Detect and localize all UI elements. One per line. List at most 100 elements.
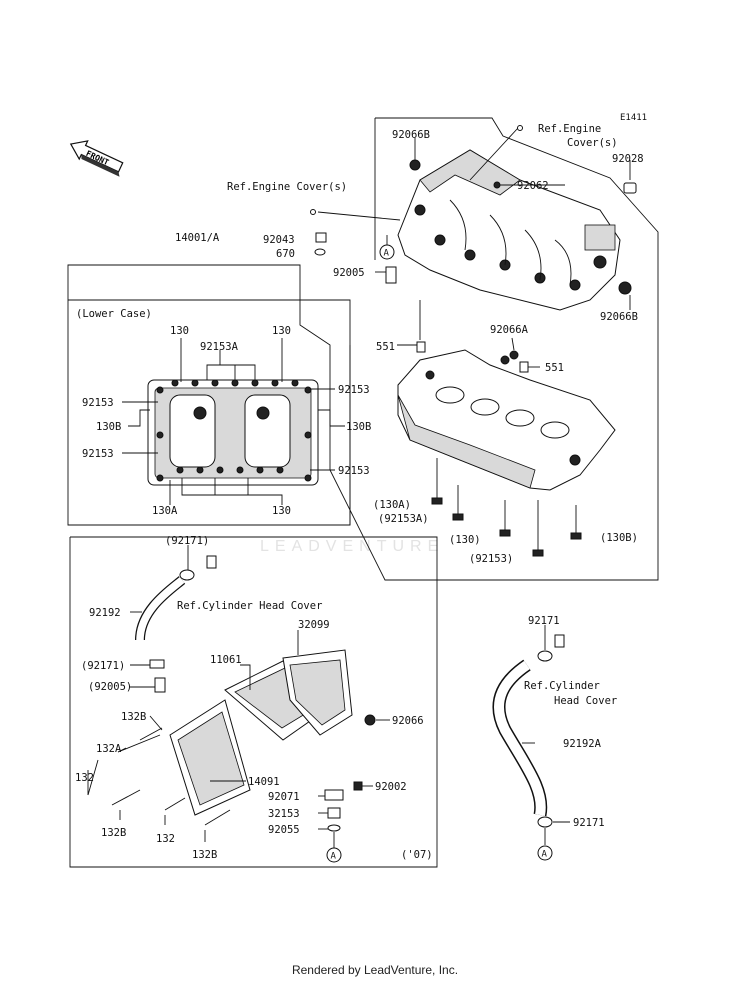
dowel-551-left	[416, 341, 426, 353]
lower-case-view	[147, 379, 319, 486]
label-lc-130-bottom: 130	[272, 505, 291, 517]
label-b92153: (92153)	[469, 553, 513, 565]
label-lc-130-left: 130	[170, 325, 189, 337]
label-r92171-top: 92171	[528, 615, 560, 627]
ref-cyl-head-left: Ref.Cylinder Head Cover	[177, 600, 322, 612]
label-h132b-lower: 132B	[192, 849, 217, 861]
label-92005: 92005	[333, 267, 365, 279]
label-b130b: (130B)	[600, 532, 638, 544]
footer-credit: Rendered by LeadVenture, Inc.	[291, 963, 459, 977]
oring-92071	[324, 789, 344, 801]
svg-text:A: A	[384, 249, 390, 259]
clamp-92171-mid	[149, 659, 165, 669]
leaders-lower-case	[122, 338, 345, 505]
leaders-upper	[317, 127, 631, 368]
cover-group-box	[69, 536, 438, 868]
marker-a-right: A	[537, 845, 553, 861]
label-b130a: (130A)	[373, 499, 411, 511]
bolt-92002	[353, 781, 363, 791]
label-lc-130-right: 130	[272, 325, 291, 337]
diagram-code: E1411	[620, 113, 647, 123]
label-h14091: 14091	[248, 776, 280, 788]
label-lc-92153-tr: 92153	[338, 384, 370, 396]
label-92043: 92043	[263, 234, 295, 246]
crankcase-bolts	[431, 458, 582, 557]
label-h92171-mid: (92171)	[81, 660, 125, 672]
clamp-92171-right-top	[537, 634, 565, 662]
label-h132b-top: 132B	[121, 711, 146, 723]
label-b130: (130)	[449, 534, 481, 546]
label-h92066: 92066	[392, 715, 424, 727]
label-h92171-top: (92171)	[165, 535, 209, 547]
pin-92062	[493, 181, 501, 189]
label-92066b-top: 92066B	[392, 129, 430, 141]
label-lc-92153-bl: 92153	[82, 448, 114, 460]
dowel-92005-cover	[154, 677, 166, 693]
lower-crankcase	[397, 349, 616, 491]
svg-text:A: A	[331, 852, 337, 862]
label-670: 670	[276, 248, 295, 260]
breather-hose-92192a	[492, 659, 548, 817]
ref-engine-cover-label-2: Cover(s)	[567, 137, 618, 149]
gasket-14091	[169, 699, 251, 816]
plug-92066	[364, 714, 376, 726]
label-92066a: 92066A	[490, 324, 529, 336]
label-r92171-bottom: 92171	[573, 817, 605, 829]
upper-crankcase	[397, 149, 621, 311]
oring-92055	[327, 824, 341, 832]
label-h32153: 32153	[268, 808, 300, 820]
ref-dot-right	[517, 125, 523, 131]
leaders-right	[522, 625, 570, 845]
breather-case-32099	[282, 649, 353, 736]
label-lc-130a: 130A	[152, 505, 178, 517]
label-lc-130b-left: 130B	[96, 421, 121, 433]
label-lc-130b-right: 130B	[346, 421, 371, 433]
ref-cyl-head-right-1: Ref.Cylinder	[524, 680, 600, 692]
label-92066b-right: 92066B	[600, 311, 638, 323]
plug-92066b-right	[618, 281, 632, 295]
plug-92028	[623, 182, 637, 194]
watermark: LEADVENTURE	[260, 538, 445, 555]
label-b92153a: (92153A)	[378, 513, 429, 525]
marker-a-cover: A	[326, 847, 342, 863]
ref-dot-left	[310, 209, 316, 215]
label-lc-92153-br: 92153	[338, 465, 370, 477]
clamp-92171-top	[179, 555, 217, 581]
label-h132-bottom: 132	[156, 833, 175, 845]
ref-cyl-head-right-2: Head Cover	[554, 695, 617, 707]
label-h92002: 92002	[375, 781, 407, 793]
lower-case-box	[68, 299, 351, 525]
label-h92071: 92071	[268, 791, 300, 803]
label-551-left: 551	[376, 341, 395, 353]
fitting-32153	[327, 807, 341, 819]
svg-text:A: A	[542, 850, 548, 860]
label-h32099: 32099	[298, 619, 330, 631]
label-lc-92153a: 92153A	[200, 341, 239, 353]
dowel-92005	[385, 266, 397, 284]
label-92062: 92062	[517, 180, 549, 192]
marker-a-upper: A	[379, 235, 395, 260]
front-arrow-icon: FRONT	[69, 140, 124, 177]
label-h92192: 92192	[89, 607, 121, 619]
oring-670	[314, 248, 326, 256]
label-92028: 92028	[612, 153, 644, 165]
cover-bolts	[87, 727, 231, 826]
label-h132a: 132A	[96, 743, 122, 755]
label-lower-case: (Lower Case)	[76, 308, 152, 320]
ref-engine-cover-left-label: Ref.Engine Cover(s)	[227, 181, 347, 193]
label-r92192a: 92192A	[563, 738, 602, 750]
clamp-92171-right-bottom	[537, 816, 553, 828]
label-h132-left: 132	[75, 772, 94, 784]
leaders-cover	[87, 545, 390, 848]
label-h92005: (92005)	[88, 681, 132, 693]
breather-hose-92192	[135, 576, 186, 641]
part-labels: Ref.Engine Cover(s) Ref.Engine Cover(s) …	[75, 123, 644, 861]
label-h11061: 11061	[210, 654, 242, 666]
ref-engine-cover-label-1: Ref.Engine	[538, 123, 601, 135]
label-lc-92153-tl: 92153	[82, 397, 114, 409]
dowel-92043	[315, 232, 327, 243]
label-h92055: 92055	[268, 824, 300, 836]
parts-diagram: E1411 FRONT	[67, 113, 659, 868]
label-551-right: 551	[545, 362, 564, 374]
label-assembly-14001a: 14001/A	[175, 232, 220, 244]
